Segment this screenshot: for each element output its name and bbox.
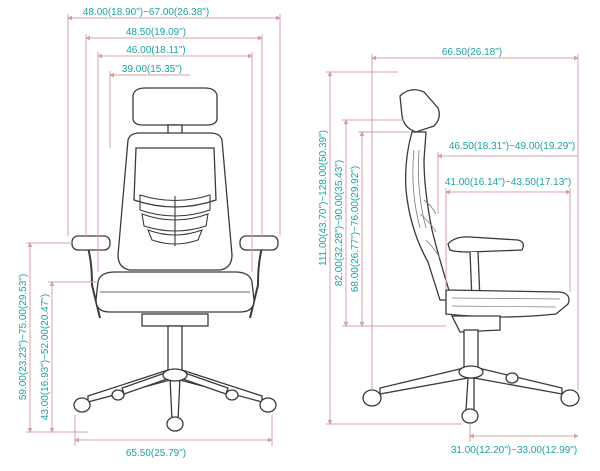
front-left-armrest <box>71 235 111 251</box>
label-armrest-height: 59.00(23.23")~75.00(29.53") <box>18 274 29 400</box>
label-seat-height: 43.00(16.93")~52.00(20.47") <box>40 294 51 420</box>
front-casters <box>73 389 277 432</box>
label-overall-depth: 66.50(26.18") <box>442 47 502 58</box>
front-lumbar-support <box>139 194 211 246</box>
label-armrest-width: 48.50(19.09") <box>126 27 186 38</box>
side-seat-mechanism <box>450 315 501 333</box>
front-seat-mechanism <box>141 313 209 327</box>
side-dimension-lines <box>326 54 579 442</box>
side-view-chair <box>362 89 580 424</box>
side-backrest-mesh <box>412 149 441 259</box>
front-headrest <box>132 87 218 126</box>
side-armrest <box>447 236 524 253</box>
front-right-armrest <box>239 235 279 251</box>
label-seat-depth-max: 46.50(18.31")~49.00(19.29") <box>449 141 575 152</box>
label-back-height: 82.00(32.28")~90.00(35.43") <box>334 160 345 286</box>
label-seat-depth: 41.00(16.14")~43.50(17.13") <box>445 177 571 188</box>
side-casters <box>362 372 580 424</box>
label-base-width: 65.50(25.79") <box>126 448 186 459</box>
label-base-depth: 31.00(12.20")~33.00(12.99") <box>451 445 577 456</box>
label-seat-width: 46.00(18.11") <box>126 45 186 56</box>
front-backrest-panel <box>133 147 217 208</box>
front-dimension-lines <box>26 14 281 446</box>
front-dimension-labels: 48.00(18.90")~67.00(26.38") 48.50(19.09"… <box>18 7 209 459</box>
side-seat <box>445 289 570 318</box>
label-overall-width: 48.00(18.90")~67.00(26.38") <box>83 7 209 18</box>
front-view-chair <box>71 87 279 432</box>
label-backrest-height: 68.00(26.77")~76.00(29.92") <box>350 166 361 292</box>
side-headrest <box>399 89 440 133</box>
front-left-arm-post <box>87 247 101 319</box>
side-gas-cylinder <box>463 329 479 371</box>
label-overall-height: 111.00(43.70")~128.00(50.39") <box>318 130 329 266</box>
front-right-arm-post <box>249 247 263 319</box>
label-backrest-width: 39.00(15.35") <box>122 64 182 75</box>
side-dimension-labels: 66.50(26.18") 111.00(43.70")~128.00(50.3… <box>318 47 577 456</box>
side-star-base <box>379 365 563 411</box>
front-gas-cylinder <box>167 325 183 372</box>
side-seat-mesh <box>451 297 561 308</box>
side-backrest <box>404 131 453 301</box>
